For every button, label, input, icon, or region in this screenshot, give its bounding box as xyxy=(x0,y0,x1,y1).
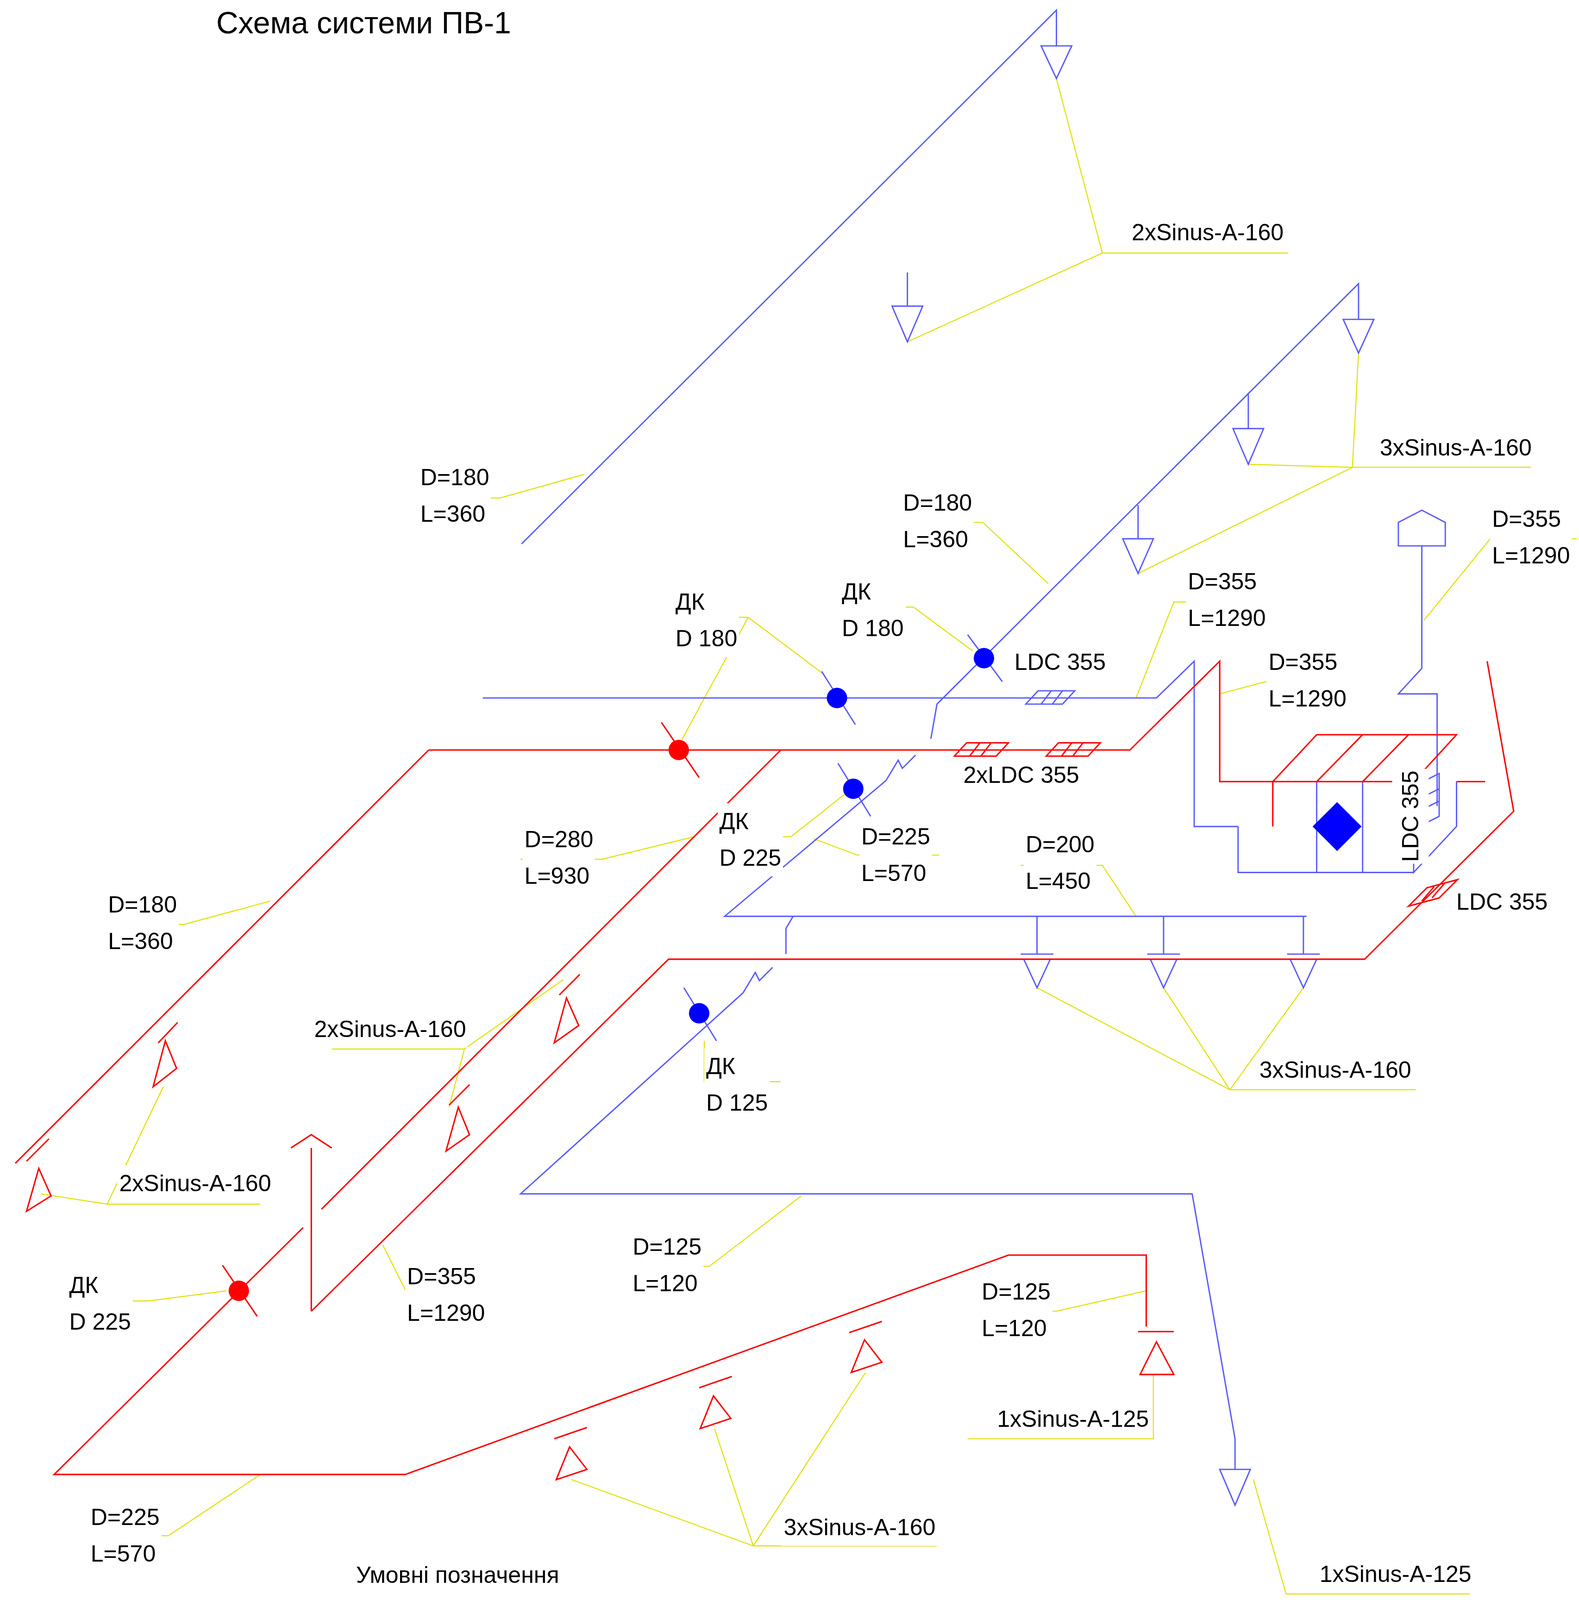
dimension-label: D=355 L=1290 xyxy=(405,1258,487,1332)
label-anchor: D=125 L=120 xyxy=(630,1228,704,1303)
label-anchor: Умовні позначення xyxy=(354,1557,562,1594)
diffuser-label: 2xSinus-A-160 xyxy=(312,1011,469,1048)
label-anchor: ДК D 180 xyxy=(673,583,740,658)
dimension-label: D=125 L=120 xyxy=(630,1228,704,1303)
diffuser-label: 1xSinus-A-125 xyxy=(1317,1556,1474,1593)
label-anchor: D=280 L=930 xyxy=(522,821,596,895)
diffuser-label: 1xSinus-A-125 xyxy=(995,1401,1151,1438)
dimension-label: D=125 L=120 xyxy=(979,1273,1053,1348)
label-anchor: LDC 355 xyxy=(1454,883,1550,921)
label-anchor: D=225 L=570 xyxy=(88,1499,162,1573)
label-anchor: ДК D 225 xyxy=(67,1267,133,1341)
blue-ducts xyxy=(482,10,1457,1506)
label-anchor: 3xSinus-A-160 xyxy=(1378,429,1534,467)
valve-label: ДК D 225 xyxy=(717,803,784,877)
label-anchor: D=355 L=1290 xyxy=(1490,501,1572,575)
label-anchor: ДК D 225 xyxy=(717,803,784,877)
label-anchor: 3xSinus-A-160 xyxy=(1257,1052,1414,1089)
damper-label: LDC 355 xyxy=(1012,644,1108,681)
red-ducts xyxy=(15,661,1514,1480)
label-anchor: 2xSinus-A-160 xyxy=(312,1011,469,1048)
damper-label: 2xLDC 355 xyxy=(961,757,1081,794)
diffuser-label: 3xSinus-A-160 xyxy=(1257,1052,1414,1089)
valve-label: ДК D 180 xyxy=(839,573,906,647)
label-anchor: ДК D 180 xyxy=(839,573,906,647)
dimension-label: D=200 L=450 xyxy=(1023,826,1097,900)
damper-label: LDC 355 xyxy=(1454,883,1550,921)
diffuser-label: 3xSinus-A-160 xyxy=(781,1509,938,1547)
label-anchor: ДК D 125 xyxy=(704,1048,770,1122)
valve-label: ДК D 125 xyxy=(704,1048,770,1122)
label-anchor: 3xSinus-A-160 xyxy=(781,1509,938,1547)
label-anchor: D=200 L=450 xyxy=(1023,826,1097,900)
label-anchor: LDC 355 xyxy=(1392,769,1429,865)
scheme-title: Схема системи ПВ-1 xyxy=(214,2,514,43)
diffuser-label: 3xSinus-A-160 xyxy=(1378,429,1534,467)
dimension-label: D=180 L=360 xyxy=(901,484,974,558)
damper-label: LDC 355 xyxy=(1392,769,1429,865)
dimension-label: D=180 L=360 xyxy=(418,459,492,533)
label-anchor: D=180 L=360 xyxy=(418,459,492,533)
label-anchor: 2xLDC 355 xyxy=(961,757,1081,794)
label-anchor: 2xSinus-A-160 xyxy=(1129,214,1286,251)
label-anchor: D=225 L=570 xyxy=(859,818,933,892)
diffuser-label: 2xSinus-A-160 xyxy=(1129,214,1286,251)
title-anchor: Схема системи ПВ-1 xyxy=(214,2,514,43)
valve-label: ДК D 225 xyxy=(67,1267,133,1341)
dimension-label: D=355 L=1290 xyxy=(1266,644,1348,718)
label-anchor: 1xSinus-A-125 xyxy=(995,1401,1151,1438)
label-anchor: D=180 L=360 xyxy=(106,886,179,960)
dimension-label: D=280 L=930 xyxy=(522,821,596,895)
valve-label: ДК D 180 xyxy=(673,583,740,658)
label-anchor: 1xSinus-A-125 xyxy=(1317,1556,1474,1593)
label-anchor: 2xSinus-A-160 xyxy=(117,1165,273,1203)
red-valves xyxy=(228,739,690,1302)
label-anchor: D=125 L=120 xyxy=(979,1273,1053,1348)
dimension-label: D=180 L=360 xyxy=(106,886,179,960)
dimension-label: D=225 L=570 xyxy=(859,818,933,892)
label-anchor: LDC 355 xyxy=(1012,644,1108,681)
dimension-label: D=355 L=1290 xyxy=(1490,501,1572,575)
label-anchor: D=180 L=360 xyxy=(901,484,974,558)
label-anchor: D=355 L=1290 xyxy=(1185,563,1268,637)
leader-lines xyxy=(40,78,1577,1595)
label-anchor: D=355 L=1290 xyxy=(1266,644,1348,718)
dimension-label: D=355 L=1290 xyxy=(1185,563,1268,637)
label-anchor: D=355 L=1290 xyxy=(405,1258,487,1332)
legend-heading: Умовні позначення xyxy=(354,1557,562,1594)
diffuser-label: 2xSinus-A-160 xyxy=(117,1165,273,1203)
dimension-label: D=225 L=570 xyxy=(88,1499,162,1573)
blue-valves xyxy=(689,648,1362,1024)
